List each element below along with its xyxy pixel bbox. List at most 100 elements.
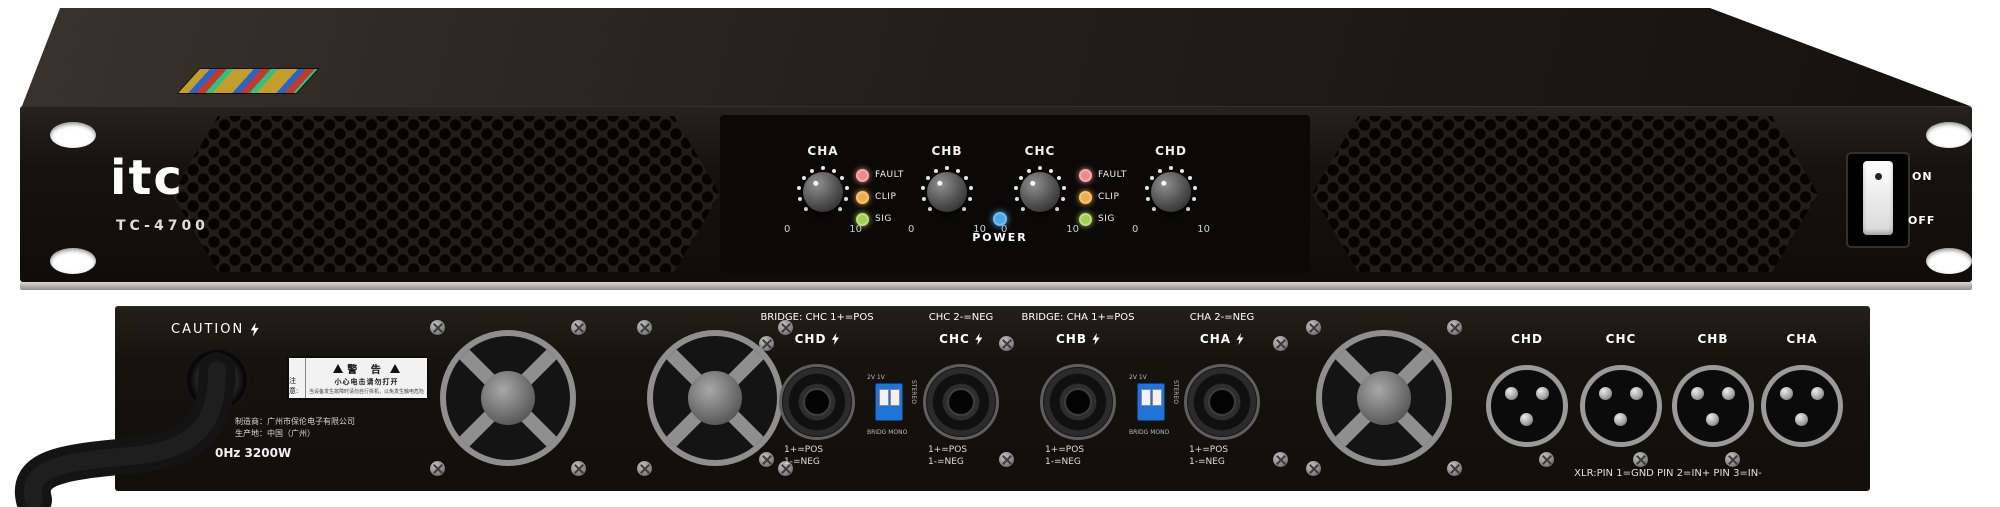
dip-stereo-label: STEREO — [1172, 380, 1179, 404]
xlr-pin-hole — [1630, 387, 1643, 400]
high-voltage-icon — [250, 322, 259, 337]
status-led-group-1: FAULT CLIP SIG — [856, 164, 904, 230]
screw-icon — [1273, 336, 1288, 351]
rack-ear-hole — [1926, 122, 1972, 148]
fan-guard — [440, 330, 576, 466]
bridge-label: BRIDGE: CHA 1+=POS — [1021, 312, 1135, 323]
dip-switch-block[interactable] — [875, 383, 903, 421]
warning-sticker: 注意: 警 告 小心电击请勿打开 当设备发生故障时请勿自行拆机，以免发生触电危险 — [287, 356, 429, 400]
rack-ear-hole — [50, 248, 96, 274]
chassis-top-face — [22, 8, 1970, 106]
channel-text: CHD — [1511, 332, 1543, 346]
warning-subtitle: 小心电击请勿打开 — [334, 378, 399, 386]
screw-icon — [1306, 461, 1321, 476]
signal-led-label: SIG — [875, 214, 892, 224]
channel-text: CHC — [1605, 332, 1637, 346]
screw-icon — [999, 336, 1014, 351]
screw-icon — [637, 320, 652, 335]
speakon-connector-cha — [1184, 364, 1260, 440]
knob-max-label: 10 — [973, 224, 986, 235]
bridge-label: CHC 2-=NEG — [928, 312, 994, 323]
fan-guard — [647, 330, 783, 466]
xlr-channel-label: CHD — [1485, 332, 1569, 346]
xlr-pin-hole — [1722, 387, 1735, 400]
knob-dial[interactable] — [927, 172, 967, 212]
pinout-line: 1-=NEG — [928, 457, 964, 468]
front-faceplate: itc TC-4700 CHA 0 10 CHB — [20, 106, 1972, 282]
knob-channel-label: CHA — [807, 144, 839, 158]
knob-max-label: 10 — [849, 224, 862, 235]
power-switch-rocker[interactable] — [1863, 161, 1893, 235]
cooling-fan — [635, 318, 795, 478]
speakon-channel-label: CHB — [1036, 332, 1120, 346]
speakon-pinout: 1+=POS 1-=NEG — [784, 444, 854, 468]
dip-bridge-mono-label: BRIDG MONO — [867, 429, 908, 436]
dip-voltage-labels: 2V 1V — [867, 374, 885, 381]
knob-dial[interactable] — [803, 172, 843, 212]
dip-stereo-label: STEREO — [910, 380, 917, 404]
power-label: POWER — [972, 231, 1028, 244]
rear-panel-unit: CAUTION 注意: 警 告 小心电击请勿打开 当设备发生故障时请勿自行拆机，… — [115, 306, 1870, 491]
switch-on-label: ON — [1912, 170, 1933, 183]
signal-led — [856, 212, 869, 226]
speakon-channel-label: CHC — [919, 332, 1003, 346]
fan-hub — [1357, 371, 1411, 425]
knob-dial[interactable] — [1020, 172, 1060, 212]
front-panel-unit: itc TC-4700 CHA 0 10 CHB — [20, 8, 1972, 300]
production-site-line: 生产地：中国（广州） — [235, 429, 315, 438]
screw-icon — [637, 461, 652, 476]
knob-min-label: 0 — [1001, 224, 1008, 235]
signal-led-label: SIG — [1098, 214, 1115, 224]
ventilation-grille-left — [172, 116, 720, 272]
fault-led-label: FAULT — [875, 170, 904, 180]
knob-dial[interactable] — [1151, 172, 1191, 212]
xlr-input-chb — [1672, 365, 1754, 447]
knob-channel-label: CHD — [1155, 144, 1187, 158]
clip-led — [856, 190, 869, 204]
dip-switch[interactable] — [1141, 389, 1151, 406]
clip-led-label: CLIP — [875, 192, 897, 202]
xlr-input-cha — [1761, 365, 1843, 447]
cooling-fan — [428, 318, 588, 478]
screw-icon — [1633, 452, 1648, 467]
xlr-pin-hole — [1811, 387, 1824, 400]
fan-hub — [481, 371, 535, 425]
screw-icon — [1447, 320, 1462, 335]
xlr-pin-hole — [1780, 387, 1793, 400]
dip-switch[interactable] — [890, 389, 900, 406]
high-voltage-icon — [1236, 333, 1244, 345]
xlr-pin-hole — [1691, 387, 1704, 400]
manufacturer-info: 制造商：广州市保伦电子有限公司 生产地：中国（广州） — [235, 416, 355, 440]
warning-note-label: 注意: — [289, 358, 306, 398]
chassis-bottom-rim — [20, 282, 1972, 290]
screw-icon — [999, 452, 1014, 467]
high-voltage-icon — [1092, 333, 1100, 345]
xlr-pin-hole — [1520, 413, 1533, 426]
speakon-pinout: 1+=POS 1-=NEG — [1045, 444, 1115, 468]
screw-icon — [1306, 320, 1321, 335]
rocker-dot — [1874, 173, 1882, 180]
power-switch[interactable] — [1846, 152, 1910, 248]
channel-text: CHB — [1697, 332, 1729, 346]
power-indicator: POWER — [970, 212, 1030, 244]
fan-guard — [1316, 330, 1452, 466]
power-led — [993, 212, 1007, 226]
dip-switch[interactable] — [879, 389, 889, 406]
xlr-pinout-note: XLR:PIN 1=GND PIN 2=IN+ PIN 3=IN- — [1574, 468, 1762, 479]
knob-max-label: 10 — [1066, 224, 1079, 235]
dip-switch-block[interactable] — [1137, 383, 1165, 421]
cooling-fan — [1304, 318, 1464, 478]
pinout-line: 1+=POS — [1045, 445, 1085, 455]
gain-knob-chc: CHC 0 10 — [995, 144, 1085, 235]
screw-icon — [1273, 452, 1288, 467]
power-spec-text: 0Hz 3200W — [215, 446, 292, 460]
screw-icon — [1447, 461, 1462, 476]
dip-bridge-mono-label: BRIDG MONO — [1129, 429, 1170, 436]
dip-switch[interactable] — [1152, 389, 1162, 406]
xlr-pin-hole — [1536, 387, 1549, 400]
rack-ear-hole — [50, 122, 96, 148]
xlr-pin-hole — [1614, 413, 1627, 426]
screw-icon — [430, 320, 445, 335]
speakon-connector-chb — [1040, 364, 1116, 440]
